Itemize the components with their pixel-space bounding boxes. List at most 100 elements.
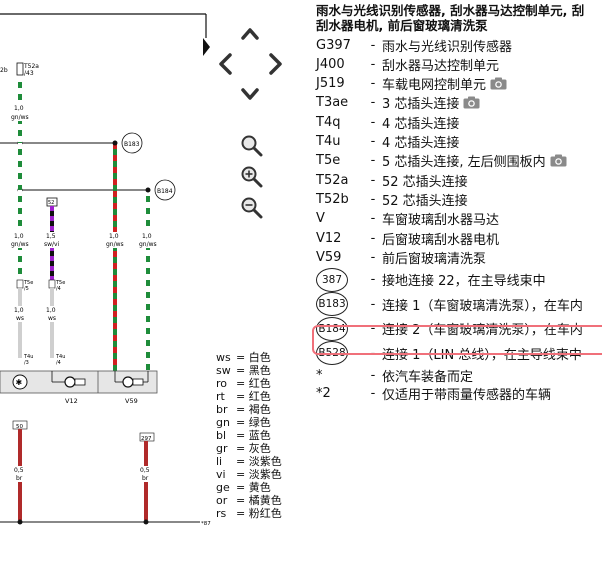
colour-key-item: br= 褐色 xyxy=(216,403,271,416)
legend-dash: - xyxy=(370,56,376,72)
legend-dash: - xyxy=(370,114,376,130)
colour-abbr: gr xyxy=(216,442,228,455)
colour-key-item: ge= 黄色 xyxy=(216,481,271,494)
legend-code: T3ae xyxy=(316,95,349,111)
label-v59: V59 xyxy=(125,397,138,405)
svg-text:B184: B184 xyxy=(157,188,173,195)
legend-code: V12 xyxy=(316,230,342,246)
colour-name: 褐色 xyxy=(248,403,271,416)
colour-name: 黑色 xyxy=(248,364,271,377)
svg-text:ws: ws xyxy=(48,315,56,322)
legend-code: T4u xyxy=(316,134,341,149)
legend-item: T3ae-3 芯插头连接 xyxy=(316,92,480,114)
pan-right-button[interactable] xyxy=(269,53,282,75)
legend-item: V -车窗玻璃刮水器马达 xyxy=(316,208,499,230)
svg-text:✱: ✱ xyxy=(16,378,23,387)
svg-text:T5e: T5e xyxy=(23,280,33,286)
legend-desc: 接地连接 22，在主导线束中 xyxy=(382,274,546,290)
legend-note: *2-仅适用于带雨量传感器的车辆 xyxy=(316,385,551,403)
colour-key-item: gr= 灰色 xyxy=(216,442,271,455)
colour-key-item: gn= 绿色 xyxy=(216,416,271,429)
legend-desc: 5 芯插头连接, 左后侧围板内 xyxy=(382,155,546,171)
colour-key-item: rs= 粉红色 xyxy=(216,507,282,520)
legend-title: 雨水与光线识别传感器, 刮水器马达控制单元, 刮 刮水器电机, 前后窗玻璃清洗泵 xyxy=(316,3,602,33)
colour-key-item: li= 淡紫色 xyxy=(216,455,282,468)
colour-abbr: bl xyxy=(216,429,227,442)
colour-abbr: sw xyxy=(216,364,231,377)
colour-abbr: rt xyxy=(216,390,225,403)
legend-item: J519-车载电网控制单元 xyxy=(316,73,507,95)
legend-item: T4u -4 芯插头连接 xyxy=(316,131,459,153)
pan-down-button[interactable] xyxy=(241,88,259,100)
legend-desc: 连接 1（LIN 总线），在主导线束中 xyxy=(382,347,582,363)
colour-name: 橘黄色 xyxy=(248,494,282,507)
camera-icon[interactable] xyxy=(550,154,567,167)
wire-colour: gn/ws xyxy=(11,114,29,121)
chevron-right-icon xyxy=(269,53,282,75)
node-b184 xyxy=(154,179,176,201)
svg-text:B183: B183 xyxy=(124,141,140,148)
legend-dash: - xyxy=(370,134,376,149)
colour-abbr: rs xyxy=(216,507,227,520)
legend-dash: - xyxy=(370,76,376,92)
ref-87: *87 xyxy=(201,521,211,527)
legend-dash: - xyxy=(370,230,376,246)
legend-desc: 车窗玻璃刮水器马达 xyxy=(382,213,500,229)
legend-code: T52a xyxy=(316,172,349,188)
legend-code: T4q xyxy=(316,114,341,130)
label-t52a: T52a xyxy=(23,63,39,70)
zoom-out-button[interactable] xyxy=(241,197,263,219)
legend-desc: 仅适用于带雨量传感器的车辆 xyxy=(382,388,552,404)
legend-note: *-依汽车装备而定 xyxy=(316,367,473,385)
colour-key-item: ws= 白色 xyxy=(216,351,271,364)
legend-code: G397 xyxy=(316,37,351,53)
legend-dash: - xyxy=(370,368,376,384)
legend-desc: 连接 1（车窗玻璃清洗泵），在车内 xyxy=(382,298,583,314)
page-next-arrow[interactable] xyxy=(203,38,210,56)
camera-icon[interactable] xyxy=(463,96,480,109)
zoom-in-button[interactable] xyxy=(241,166,263,188)
colour-abbr: vi xyxy=(216,468,226,481)
connection-circle: B183 xyxy=(316,292,348,317)
pan-up-button[interactable] xyxy=(241,28,259,40)
connector-t5e-5 xyxy=(16,279,24,289)
colour-abbr: ge xyxy=(216,481,230,494)
legend-item: T5e-5 芯插头连接, 左后侧围板内 xyxy=(316,150,567,172)
colour-abbr: gn xyxy=(216,416,230,429)
legend-desc: 依汽车装备而定 xyxy=(382,370,474,386)
motor-symbol xyxy=(12,374,28,390)
svg-text:br: br xyxy=(142,475,149,482)
pan-left-button[interactable] xyxy=(219,53,232,75)
legend-code: T52b xyxy=(316,191,349,207)
legend-dash: - xyxy=(370,37,376,53)
legend-item: J400-刮水器马达控制单元 xyxy=(316,53,499,75)
camera-icon[interactable] xyxy=(490,77,507,90)
legend-item: V12 -后窗玻璃刮水器电机 xyxy=(316,227,499,249)
legend-dash: - xyxy=(370,211,376,227)
motor-v12-symbol xyxy=(64,376,76,388)
colour-name: 粉红色 xyxy=(248,507,282,520)
legend-code: T5e xyxy=(316,153,341,169)
colour-key-item: or= 橘黄色 xyxy=(216,494,282,507)
legend-item: T4q -4 芯插头连接 xyxy=(316,111,459,133)
legend-title-line2: 刮水器电机, 前后窗玻璃清洗泵 xyxy=(316,18,488,33)
colour-name: 淡紫色 xyxy=(248,455,282,468)
legend-desc: 4 芯插头连接 xyxy=(382,116,460,132)
colour-abbr: br xyxy=(216,403,228,416)
legend-desc: 后窗玻璃刮水器电机 xyxy=(382,232,500,248)
highlight-box xyxy=(312,325,602,355)
legend-desc: 4 芯插头连接 xyxy=(382,136,460,151)
legend-code: V xyxy=(316,211,325,227)
legend-desc: 雨水与光线识别传感器 xyxy=(382,39,513,55)
svg-text:T4u: T4u xyxy=(23,354,33,360)
legend-dash: - xyxy=(370,321,376,337)
colour-abbr: or xyxy=(216,494,228,507)
colour-abbr: ws xyxy=(216,351,231,364)
chevron-up-icon xyxy=(241,28,259,40)
svg-text:gn/ws: gn/ws xyxy=(106,241,124,248)
colour-name: 淡紫色 xyxy=(248,468,282,481)
zoom-fit-button[interactable] xyxy=(241,135,263,157)
colour-key-item: ro= 红色 xyxy=(216,377,271,390)
legend-desc: 前后窗玻璃清洗泵 xyxy=(382,251,487,267)
colour-key-item: bl= 蓝色 xyxy=(216,429,271,442)
